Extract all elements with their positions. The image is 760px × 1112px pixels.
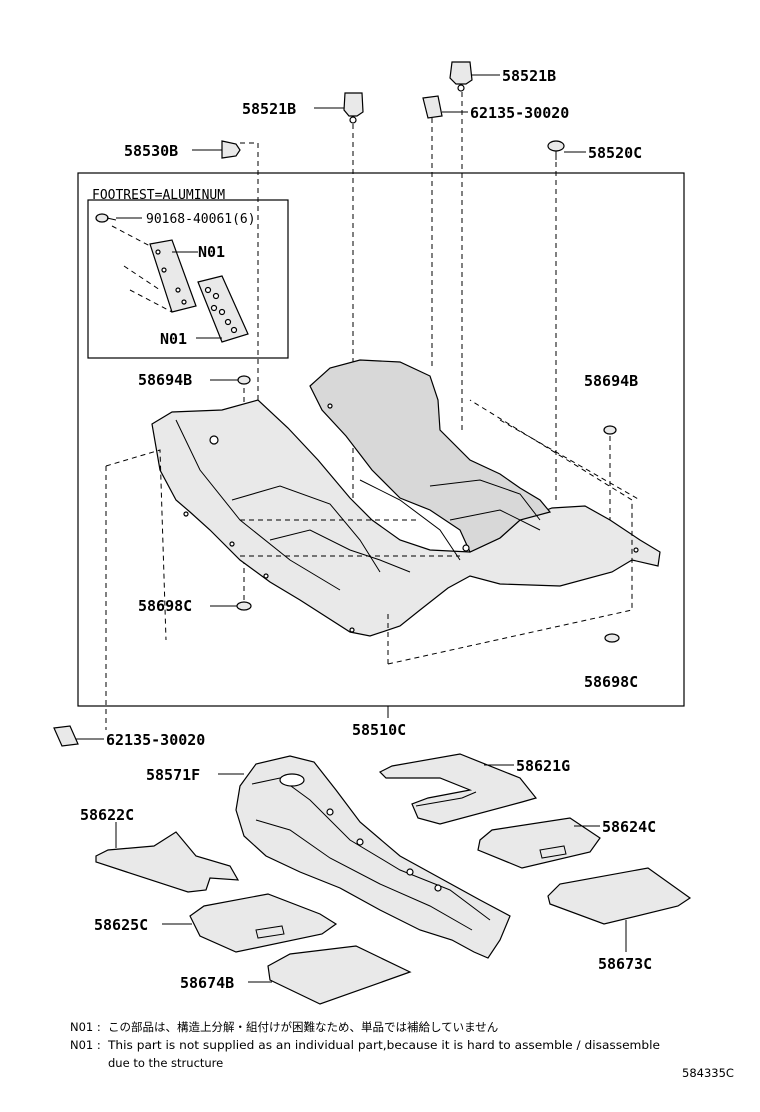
clip-58530b [221,140,241,159]
clip-62135-bottom [53,725,79,747]
note-en-prefix: N01 : [70,1038,101,1052]
label-n01-a: N01 [198,243,225,261]
label-58571f: 58571F [146,766,200,784]
diagram-id: 584335C [682,1066,734,1080]
note-en-text: This part is not supplied as an individu… [107,1038,660,1052]
mat-58674b [267,945,412,1005]
grommet-58698c-right [604,633,620,643]
label-58624c: 58624C [602,818,656,836]
label-58510c: 58510C [352,721,406,739]
label-58694b-right: 58694B [584,372,638,390]
label-58621g: 58621G [516,757,570,775]
grommet-58698c-left [236,601,252,611]
clip-58521b-left [343,92,364,124]
footrest-pedal-plate [197,275,249,343]
label-58625c: 58625C [94,916,148,934]
guide-footrest-c [129,289,173,313]
guide-footrest-b [123,265,161,291]
label-58520c: 58520C [588,144,642,162]
label-90168: 90168-40061(6) [146,212,256,227]
footrest-frame [87,199,289,359]
mat-58622c [95,831,240,893]
screw-90168 [95,213,117,223]
tunnel-insulator-58571f [235,755,511,959]
mat-58673c [547,867,692,925]
grommet-58694b-right [603,425,617,435]
label-58698c-left: 58698C [138,597,192,615]
footrest-bracket [149,239,197,313]
note-en-text2: due to the structure [108,1056,223,1070]
clip-62135-top [422,95,443,119]
mat-58621g [378,753,538,825]
label-58698c-right: 58698C [584,673,638,691]
label-58674b: 58674B [180,974,234,992]
label-58521b-left: 58521B [242,100,296,118]
label-58530b: 58530B [124,142,178,160]
label-58521b-top: 58521B [502,67,556,85]
label-58622c: 58622C [80,806,134,824]
floor-carpet-58510c [151,359,661,637]
mat-58625c [189,893,338,953]
guide-footrest-a [111,225,151,247]
note-jp-text: この部品は、構造上分解・組付けが困難なため、単品では補給していません [108,1020,498,1034]
clip-58521b-top [449,61,473,92]
footrest-note: FOOTREST=ALUMINUM [92,188,225,203]
note-jp-prefix: N01 : [70,1020,101,1034]
label-58673c: 58673C [598,955,652,973]
label-62135-top: 62135-30020 [470,104,569,122]
label-58694b-left: 58694B [138,371,192,389]
label-n01-b: N01 [160,330,187,348]
guide-62135-bottom-a [105,449,167,641]
mat-58624c [477,817,601,869]
clip-58520c [547,140,565,160]
label-62135-bottom: 62135-30020 [106,731,205,749]
assembly-frame [77,172,685,707]
grommet-58694b-left [237,375,251,385]
